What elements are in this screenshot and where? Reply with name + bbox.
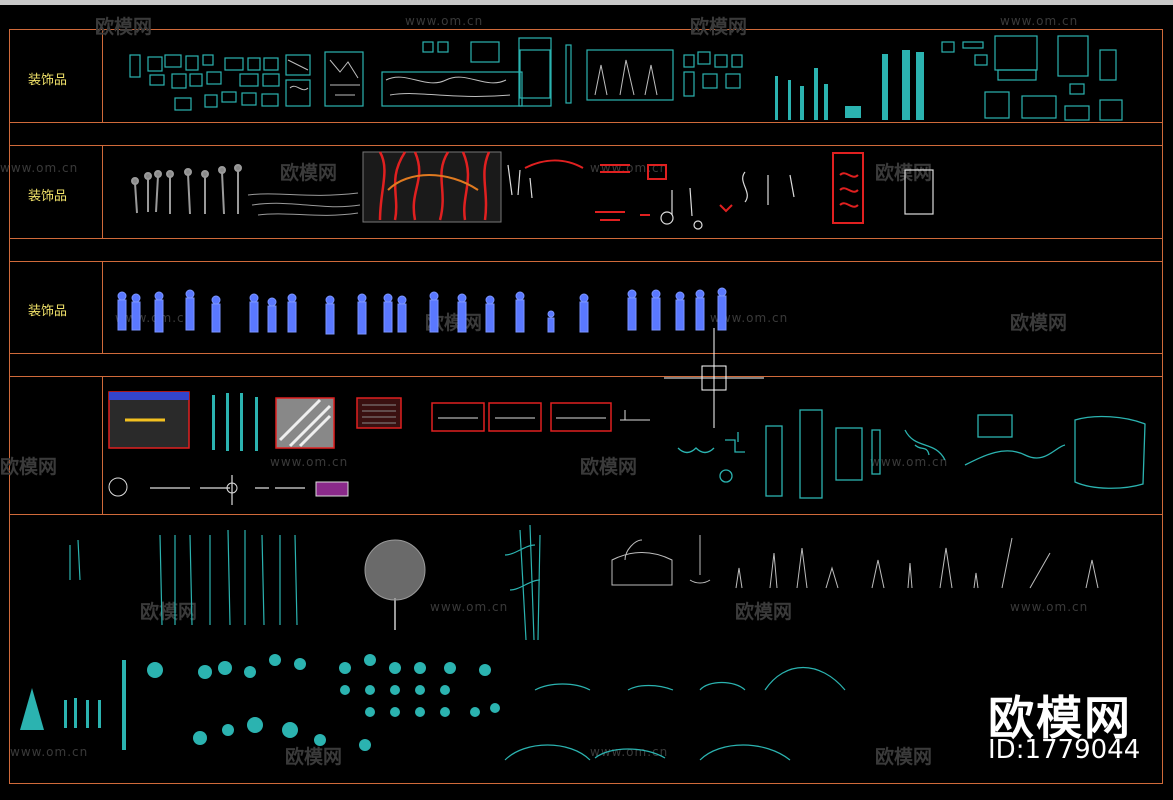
row-divider: [9, 261, 1163, 262]
plants-hedges: [504, 667, 846, 761]
column-divider: [102, 261, 103, 354]
plants-potted: [20, 654, 500, 751]
plants-fountains: [611, 535, 1099, 589]
plants-bamboo: [69, 524, 541, 641]
watermark-name: 欧模网: [140, 601, 198, 623]
watermark-name: 欧模网: [425, 312, 483, 334]
window-top-bar: [0, 0, 1173, 5]
row-divider: [9, 145, 1163, 146]
row1-decor-blocks: [129, 37, 743, 111]
plants-tree: [364, 539, 426, 630]
row2-white-sculptures: [507, 164, 934, 230]
column-divider: [102, 145, 103, 239]
row2-red-panel: [362, 151, 502, 223]
brand-watermark: 欧模网: [988, 691, 1132, 745]
row-divider: [9, 514, 1163, 515]
row-divider: [9, 122, 1163, 123]
row3-pedestrians: [117, 287, 727, 335]
row1-paintings: [287, 59, 658, 97]
row-divider: [9, 238, 1163, 239]
watermark-name: 欧模网: [735, 601, 793, 623]
brand-id: ID:1779044: [988, 735, 1141, 765]
row2-people: [131, 164, 242, 215]
watermark-url: www.om.cn: [1010, 600, 1089, 614]
row-divider: [9, 376, 1163, 377]
watermark-name: 欧模网: [875, 162, 933, 184]
column-divider: [102, 376, 103, 515]
row-label: 装饰品: [28, 73, 68, 88]
watermark-name: 欧模网: [1010, 312, 1068, 334]
watermark-url: www.om.cn: [270, 455, 349, 469]
row-divider: [9, 353, 1163, 354]
watermark-name: 欧模网: [95, 16, 153, 38]
crosshair-cursor-icon: [664, 328, 764, 428]
row1-columns: [775, 50, 924, 120]
row4-left-items: [108, 391, 650, 505]
drawing-frame: [9, 29, 1163, 784]
watermark-name: 欧模网: [285, 746, 343, 768]
watermark-url: www.om.cn: [0, 161, 79, 175]
watermark-url: www.om.cn: [430, 600, 509, 614]
watermark-url: www.om.cn: [870, 455, 949, 469]
row1-right-blocks: [941, 35, 1123, 121]
row-label: 装饰品: [28, 189, 68, 204]
row2-grass-lines: [247, 192, 361, 216]
watermark-name: 欧模网: [690, 16, 748, 38]
watermark-url: www.om.cn: [590, 745, 669, 759]
watermark-name: 欧模网: [875, 746, 933, 768]
watermark-url: www.om.cn: [710, 311, 789, 325]
watermark-name: 欧模网: [0, 456, 58, 478]
watermark-url: www.om.cn: [1000, 14, 1079, 28]
watermark-name: 欧模网: [280, 162, 338, 184]
watermark-name: 欧模网: [580, 456, 638, 478]
row4-right-ornaments: [677, 409, 1146, 499]
row-label: 装饰品: [28, 304, 68, 319]
watermark-url: www.om.cn: [405, 14, 484, 28]
column-divider: [102, 29, 103, 123]
row2-red-decor: [524, 152, 864, 224]
watermark-url: www.om.cn: [10, 745, 89, 759]
